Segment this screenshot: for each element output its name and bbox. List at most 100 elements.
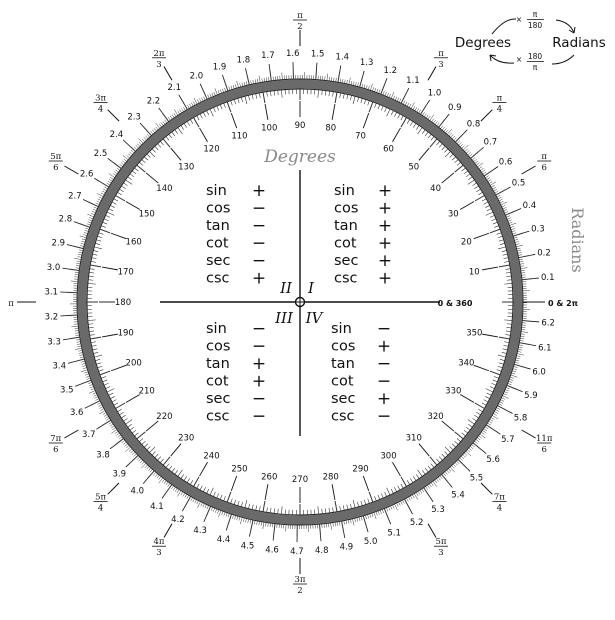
degree-tick xyxy=(444,452,447,456)
radian-tick xyxy=(172,115,174,118)
fraction-denominator: 3 xyxy=(156,548,161,558)
function-name-sin: sin xyxy=(206,321,227,337)
degree-tick xyxy=(88,280,93,281)
radian-tick xyxy=(83,368,87,369)
degree-tick xyxy=(368,499,370,504)
fraction-numerator: 3π xyxy=(295,575,306,585)
radian-tick xyxy=(496,408,500,410)
radian-tick xyxy=(229,86,230,90)
radian-tick xyxy=(404,499,409,509)
degree-tick xyxy=(116,196,126,202)
radian-tick xyxy=(142,139,145,142)
radian-tick xyxy=(508,383,512,384)
radian-tick xyxy=(365,515,366,519)
radian-tick xyxy=(405,102,407,106)
degree-tick xyxy=(318,506,319,514)
radian-tick xyxy=(174,113,176,116)
radian-leader xyxy=(410,509,413,514)
degree-tick xyxy=(210,109,213,116)
radian-tick xyxy=(69,337,80,339)
radian-tick xyxy=(101,409,105,411)
radian-tick xyxy=(337,522,338,526)
degree-tick xyxy=(248,95,249,100)
function-name-tan: tan xyxy=(206,356,230,372)
degree-tick xyxy=(487,209,491,211)
radian-tick xyxy=(444,128,447,131)
degree-label: 300 xyxy=(380,451,396,461)
radian-tick xyxy=(246,518,247,522)
radian-tick xyxy=(510,377,514,378)
degree-tick xyxy=(391,111,393,115)
radian-tick xyxy=(378,511,379,515)
degree-tick xyxy=(278,509,279,514)
radian-leader xyxy=(493,166,498,169)
radians-title: Radians xyxy=(568,207,587,272)
radian-tick xyxy=(316,69,317,80)
radian-label: 4.9 xyxy=(340,543,354,553)
radian-tick xyxy=(517,248,521,249)
radian-label: 3.3 xyxy=(47,337,61,347)
radian-tick xyxy=(228,514,229,518)
conversion-bottom-multiplier: × xyxy=(516,55,522,64)
degree-tick xyxy=(88,320,96,321)
degree-tick xyxy=(378,105,380,110)
radian-tick xyxy=(233,85,234,89)
degree-tick xyxy=(498,366,503,368)
quadrant-IV-numeral: IV xyxy=(305,309,325,327)
radian-tick xyxy=(468,152,471,155)
radian-tick xyxy=(516,245,523,247)
degree-tick xyxy=(464,171,468,174)
radian-tick xyxy=(442,127,445,130)
radian-tick xyxy=(148,468,151,471)
degree-label: 40 xyxy=(430,184,441,194)
radian-tick xyxy=(399,99,401,103)
degree-tick xyxy=(472,418,476,421)
radian-label: 4.6 xyxy=(265,545,279,555)
degree-tick xyxy=(425,468,428,472)
degree-tick xyxy=(506,331,511,332)
radian-tick xyxy=(109,179,112,181)
quadrant-II-sign-table: sin+cos−tan−cot−sec−csc+ xyxy=(206,181,266,289)
radian-tick xyxy=(392,505,394,509)
degree-leader xyxy=(482,267,498,270)
degree-tick xyxy=(494,377,499,379)
radian-tick xyxy=(401,93,406,103)
radian-tick xyxy=(390,506,392,510)
radian-tick xyxy=(122,440,125,442)
radian-tick xyxy=(518,349,522,350)
degree-leader xyxy=(171,148,181,160)
degree-tick xyxy=(485,396,489,398)
degree-tick xyxy=(147,446,151,449)
degree-leader xyxy=(442,173,454,183)
degree-tick xyxy=(504,283,512,284)
fraction-numerator: 5π xyxy=(95,492,106,502)
radian-tick xyxy=(519,261,523,262)
radian-tick xyxy=(82,239,86,240)
radian-tick xyxy=(457,141,460,144)
radian-tick xyxy=(181,492,183,495)
radian-tick xyxy=(218,511,220,518)
radian-tick xyxy=(515,360,519,361)
radian-tick xyxy=(508,220,512,221)
degree-tick xyxy=(499,265,510,267)
degree-tick xyxy=(504,261,509,262)
radian-tick xyxy=(522,279,533,280)
radian-label: 0.8 xyxy=(467,119,481,129)
degree-tick xyxy=(89,272,94,273)
radian-tick xyxy=(342,79,343,83)
radian-tick xyxy=(474,441,477,443)
radian-tick xyxy=(361,516,362,520)
radian-tick xyxy=(518,347,522,348)
degree-tick xyxy=(357,97,358,102)
degree-leader xyxy=(265,484,268,500)
radian-tick xyxy=(98,405,102,407)
degree-tick xyxy=(149,151,155,157)
radian-tick xyxy=(203,89,208,99)
radian-tick xyxy=(502,205,506,207)
degree-tick xyxy=(187,121,190,125)
degree-leader xyxy=(419,148,429,160)
radian-tick xyxy=(121,163,124,165)
degree-tick xyxy=(178,470,183,477)
degree-tick xyxy=(407,480,410,484)
radian-tick xyxy=(213,508,215,512)
